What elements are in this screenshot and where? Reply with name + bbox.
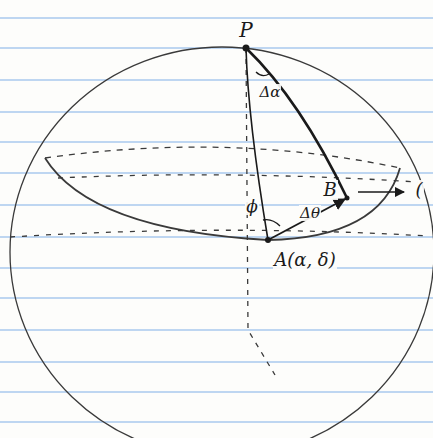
sphere-outline bbox=[10, 47, 433, 438]
point-b bbox=[345, 196, 350, 201]
angle-label: Δα bbox=[259, 84, 282, 101]
angle-arc-a bbox=[263, 220, 280, 226]
displacement-arrow bbox=[268, 199, 345, 240]
cut-off-label: ( bbox=[414, 180, 423, 200]
point-p bbox=[243, 45, 250, 52]
meridian-arc bbox=[246, 48, 268, 240]
point-label: B bbox=[322, 180, 337, 200]
point-label: P bbox=[238, 19, 253, 41]
pointer-arrow bbox=[358, 191, 404, 193]
angle-arc-p bbox=[256, 72, 269, 76]
latitude-front bbox=[45, 158, 400, 240]
point-label: A(α, δ) bbox=[273, 250, 336, 270]
angle-label: Δθ bbox=[299, 205, 321, 222]
angle-label: ϕ bbox=[245, 197, 259, 216]
point-a bbox=[265, 237, 271, 243]
latitude-back bbox=[45, 147, 400, 168]
equator-back bbox=[10, 230, 428, 237]
notebook-lines bbox=[0, 18, 433, 422]
b-latitude bbox=[58, 175, 418, 182]
great-circle-arc bbox=[246, 48, 347, 198]
